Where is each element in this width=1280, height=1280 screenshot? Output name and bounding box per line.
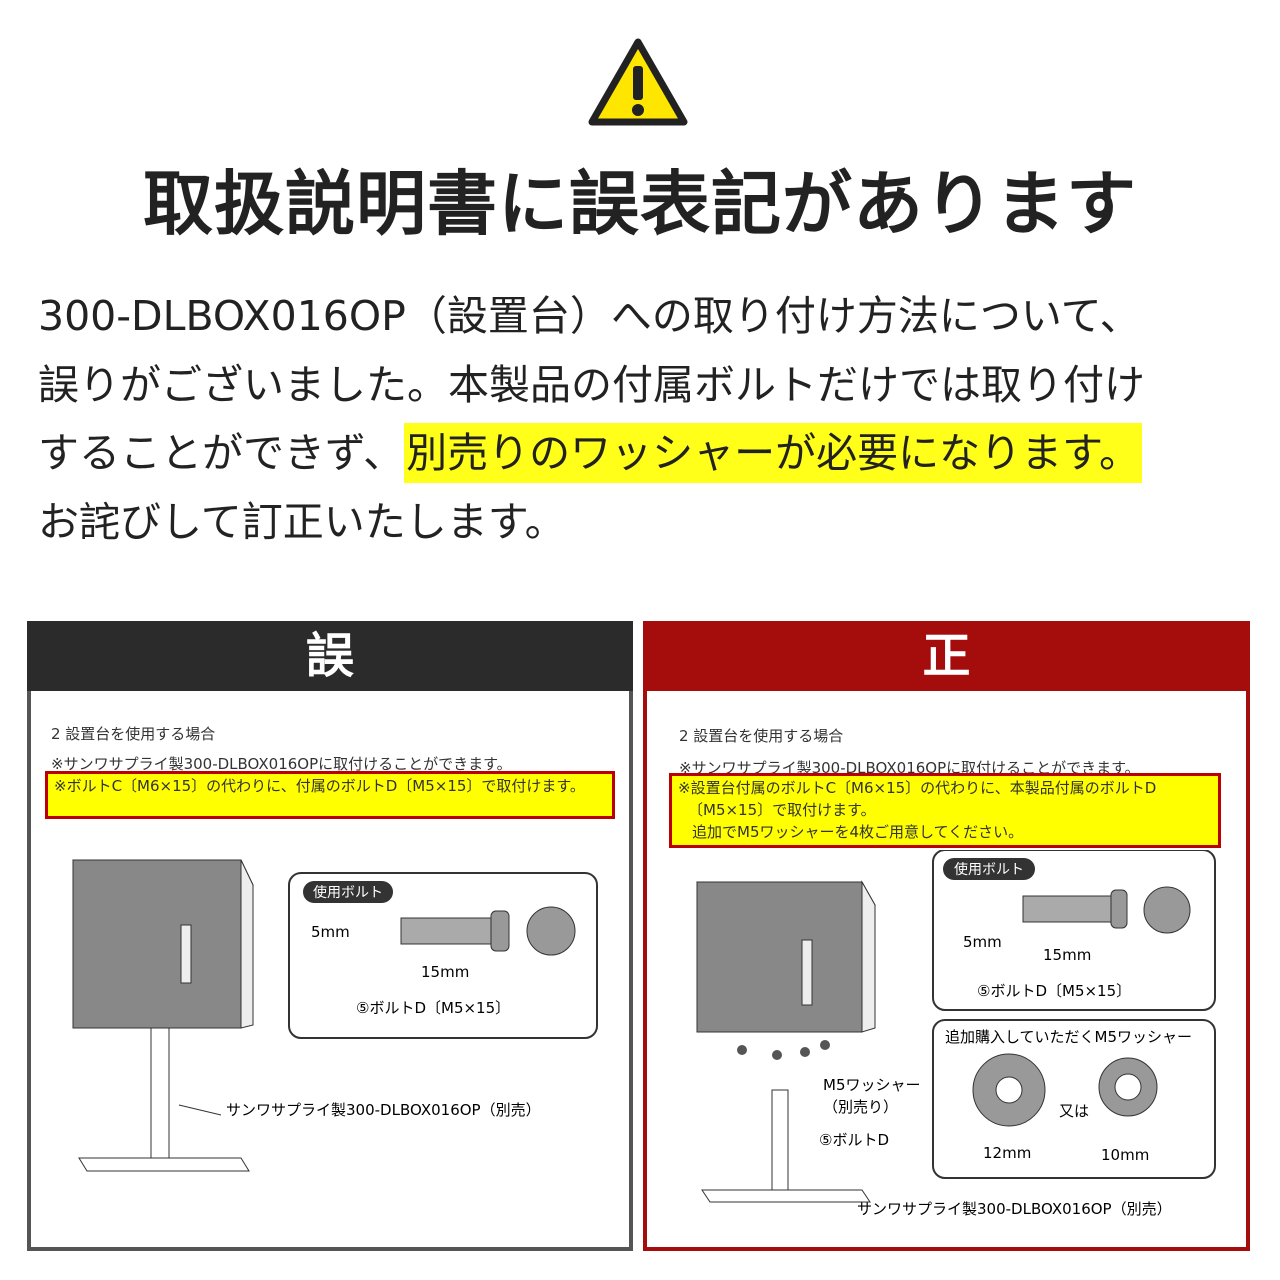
- stand-label: サンワサプライ製300-DLBOX016OP（別売）: [226, 1101, 541, 1119]
- bolt-name: ⑤ボルトD〔M5×15〕: [977, 982, 1131, 1000]
- washer-callout: M5ワッシャー: [823, 1076, 921, 1094]
- note-line: 〔M5×15〕で取付けます。: [688, 801, 876, 819]
- page-title: 取扱説明書に誤表記があります: [143, 163, 1137, 245]
- bolt-length: 15mm: [421, 963, 469, 981]
- message-text: することができず、: [38, 429, 405, 477]
- correct-panel: 正 2 設置台を使用する場合 ※サンワサプライ製300-DLBOX016OPに取…: [643, 621, 1250, 1251]
- bolt-box-title: 使用ボルト: [313, 884, 383, 901]
- section-heading: 2 設置台を使用する場合: [51, 725, 216, 743]
- bolt-box-title: 使用ボルト: [954, 861, 1024, 878]
- washer-size-b: 10mm: [1101, 1146, 1149, 1164]
- cabinet-illustration: [72, 859, 254, 1172]
- compat-note: ※サンワサプライ製300-DLBOX016OPに取付けることができます。: [679, 759, 1140, 777]
- note-line: ※設置台付属のボルトC〔M6×15〕の代わりに、本製品付属のボルトD: [678, 779, 1157, 797]
- highlighted-text: 別売りのワッシャーが必要になります。: [404, 423, 1143, 483]
- bolt-name: ⑤ボルトD〔M5×15〕: [356, 999, 510, 1017]
- washer-callout-note: （別売り）: [823, 1098, 898, 1116]
- message-line: 誤りがございました。本製品の付属ボルトだけでは取り付け: [38, 360, 1145, 409]
- washer-size-a: 12mm: [983, 1144, 1031, 1162]
- bolt-length: 15mm: [1043, 946, 1091, 964]
- washer-or: 又は: [1059, 1102, 1089, 1120]
- message-line: 300-DLBOX016OP（設置台）への取り付け方法について、: [38, 292, 1141, 340]
- installation-diagram: 使用ボルト 5mm 15mm ⑤ボルトD〔M5×15〕 サンワサプライ製300-…: [72, 859, 598, 1172]
- wrong-header: 誤: [27, 621, 633, 691]
- bolt-callout: ⑤ボルトD: [819, 1131, 889, 1149]
- highlighted-note: ※ボルトC〔M6×15〕の代わりに、付属のボルトD〔M5×15〕で取付けます。: [45, 771, 615, 819]
- message-line: することができず、別売りのワッシャーが必要になります。: [38, 419, 1258, 488]
- notice-message: 300-DLBOX016OP（設置台）への取り付け方法について、 誤りがございま…: [38, 282, 1258, 556]
- compat-note: ※サンワサプライ製300-DLBOX016OPに取付けることができます。: [51, 755, 512, 773]
- warning-icon: [588, 38, 688, 126]
- message-line: お詫びして訂正いたします。: [38, 497, 566, 546]
- wrong-panel: 誤 2 設置台を使用する場合 ※サンワサプライ製300-DLBOX016OPに取…: [27, 621, 633, 1251]
- highlighted-note: ※設置台付属のボルトC〔M6×15〕の代わりに、本製品付属のボルトD 〔M5×1…: [669, 773, 1221, 848]
- note-line: 追加でM5ワッシャーを4枚ご用意してください。: [692, 823, 1024, 841]
- correct-header: 正: [643, 621, 1250, 691]
- section-heading: 2 設置台を使用する場合: [679, 727, 844, 745]
- bolt-diameter: 5mm: [311, 923, 350, 941]
- bolt-head-icon: [1143, 886, 1191, 934]
- cabinet-illustration: [696, 880, 876, 1203]
- installation-diagram: M5ワッシャー （別売り） ⑤ボルトD サンワサプライ製300-DLBOX016…: [696, 850, 1216, 1218]
- bolt-head-icon: [526, 906, 576, 956]
- stand-label: サンワサプライ製300-DLBOX016OP（別売）: [857, 1200, 1172, 1218]
- bolt-diameter: 5mm: [963, 933, 1002, 951]
- washer-box-title: 追加購入していただくM5ワッシャー: [945, 1028, 1192, 1046]
